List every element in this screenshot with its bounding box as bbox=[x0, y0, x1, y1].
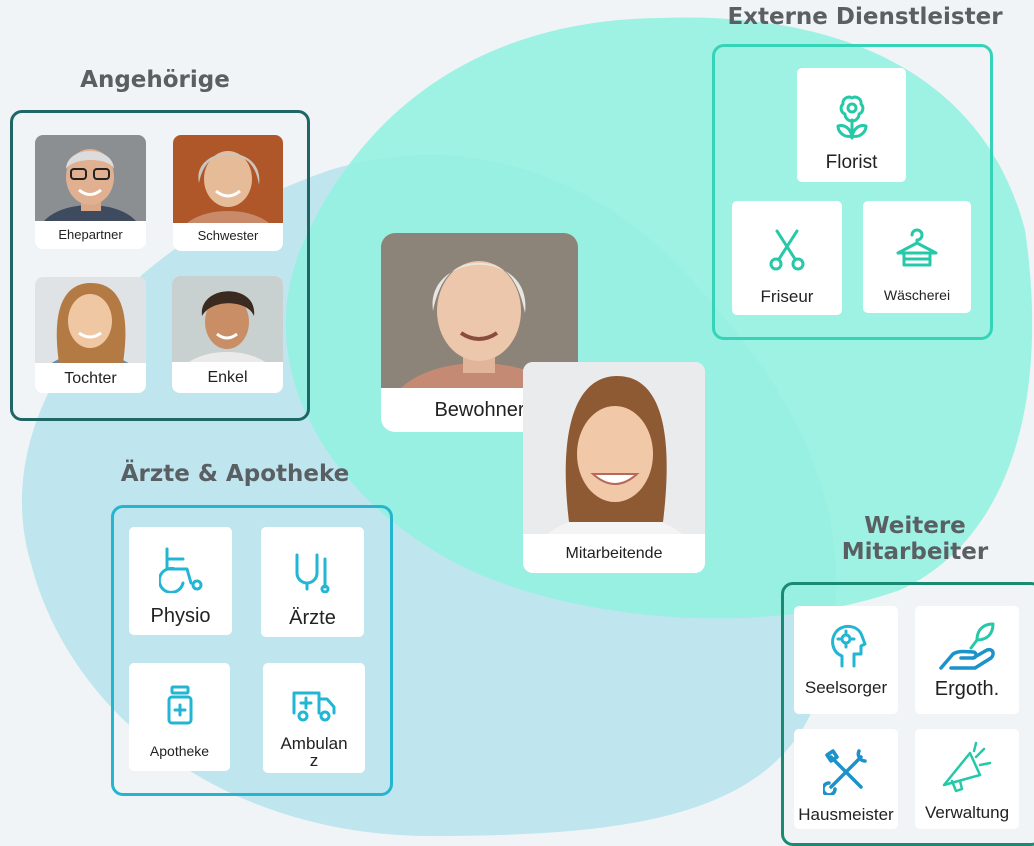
megaphone-icon bbox=[942, 741, 992, 793]
staff-label-seelsorger: Seelsorger bbox=[804, 678, 888, 697]
center-label-mitarbeitende: Mitarbeitende bbox=[565, 545, 663, 562]
service-card-waescherei[interactable]: Wäscherei bbox=[863, 201, 971, 313]
wheelchair-icon bbox=[158, 547, 202, 593]
service-card-florist[interactable]: Florist bbox=[797, 68, 906, 182]
head-gear-icon bbox=[831, 625, 867, 668]
service-label-friseur: Friseur bbox=[760, 287, 814, 306]
young-man-photo bbox=[172, 276, 283, 362]
member-card-schwester[interactable]: Schwester bbox=[173, 135, 283, 251]
center-card-mitarbeitende[interactable]: Mitarbeitende bbox=[523, 362, 705, 573]
center-label-bewohner: Bewohner bbox=[434, 399, 525, 421]
elderly-man-photo bbox=[35, 135, 146, 221]
service-label-waescherei: Wäscherei bbox=[883, 287, 951, 303]
staff-label-ergoth: Ergoth. bbox=[934, 678, 1000, 700]
service-card-physio[interactable]: Physio bbox=[129, 527, 232, 635]
service-label-florist: Florist bbox=[825, 152, 878, 173]
stethoscope-icon bbox=[295, 553, 329, 593]
group-title-externe: Externe Dienstleister bbox=[727, 4, 1003, 30]
woman-photo bbox=[35, 277, 146, 363]
crossed-tools-icon bbox=[823, 749, 867, 795]
hanger-icon bbox=[896, 228, 938, 267]
group-title-aerzte: Ärzte & Apotheke bbox=[120, 461, 350, 487]
group-frame-aerzte bbox=[111, 505, 393, 796]
member-label-enkel: Enkel bbox=[207, 369, 248, 386]
flower-pot-icon bbox=[836, 95, 867, 140]
member-label-schwester: Schwester bbox=[197, 228, 259, 243]
service-label-aerzte: Ärzte bbox=[289, 607, 336, 629]
center-card-bewohner[interactable]: Bewohner bbox=[381, 233, 578, 432]
service-card-aerzte[interactable]: Ärzte bbox=[261, 527, 364, 637]
service-label-apotheke: Apotheke bbox=[149, 743, 210, 759]
staff-card-seelsorger[interactable]: Seelsorger bbox=[794, 606, 898, 714]
hand-plant-icon bbox=[939, 622, 995, 670]
service-card-apotheke[interactable]: Apotheke bbox=[129, 663, 230, 771]
elderly-resident-photo bbox=[381, 233, 578, 388]
staff-card-verwaltung[interactable]: Verwaltung bbox=[915, 729, 1019, 829]
staff-label-hausmeister: Hausmeister bbox=[798, 805, 894, 824]
ambulance-icon bbox=[292, 691, 336, 722]
member-label-ehepartner: Ehepartner bbox=[58, 227, 123, 242]
staff-card-hausmeister[interactable]: Hausmeister bbox=[794, 729, 898, 829]
staff-card-ergoth[interactable]: Ergoth. bbox=[915, 606, 1019, 714]
group-title-weitere: Weitere Mitarbeiter bbox=[841, 513, 989, 565]
elderly-woman-photo bbox=[173, 135, 283, 223]
member-label-tochter: Tochter bbox=[64, 370, 117, 387]
service-card-friseur[interactable]: Friseur bbox=[732, 201, 842, 315]
group-title-angehoerige: Angehörige bbox=[80, 67, 230, 93]
smiling-staff-photo bbox=[523, 362, 705, 534]
service-label-ambulanz: Ambulan z bbox=[280, 734, 348, 770]
member-card-ehepartner[interactable]: Ehepartner bbox=[35, 135, 146, 249]
group-frame-angehoerige bbox=[10, 110, 310, 421]
member-card-tochter[interactable]: Tochter bbox=[35, 277, 146, 393]
member-card-enkel[interactable]: Enkel bbox=[172, 276, 283, 393]
service-label-physio: Physio bbox=[150, 605, 211, 627]
service-card-ambulanz[interactable]: Ambulan z bbox=[263, 663, 365, 773]
medicine-bottle-icon bbox=[167, 685, 192, 725]
staff-label-verwaltung: Verwaltung bbox=[924, 803, 1010, 822]
group-frame-externe bbox=[712, 44, 993, 340]
scissors-icon bbox=[769, 229, 805, 271]
